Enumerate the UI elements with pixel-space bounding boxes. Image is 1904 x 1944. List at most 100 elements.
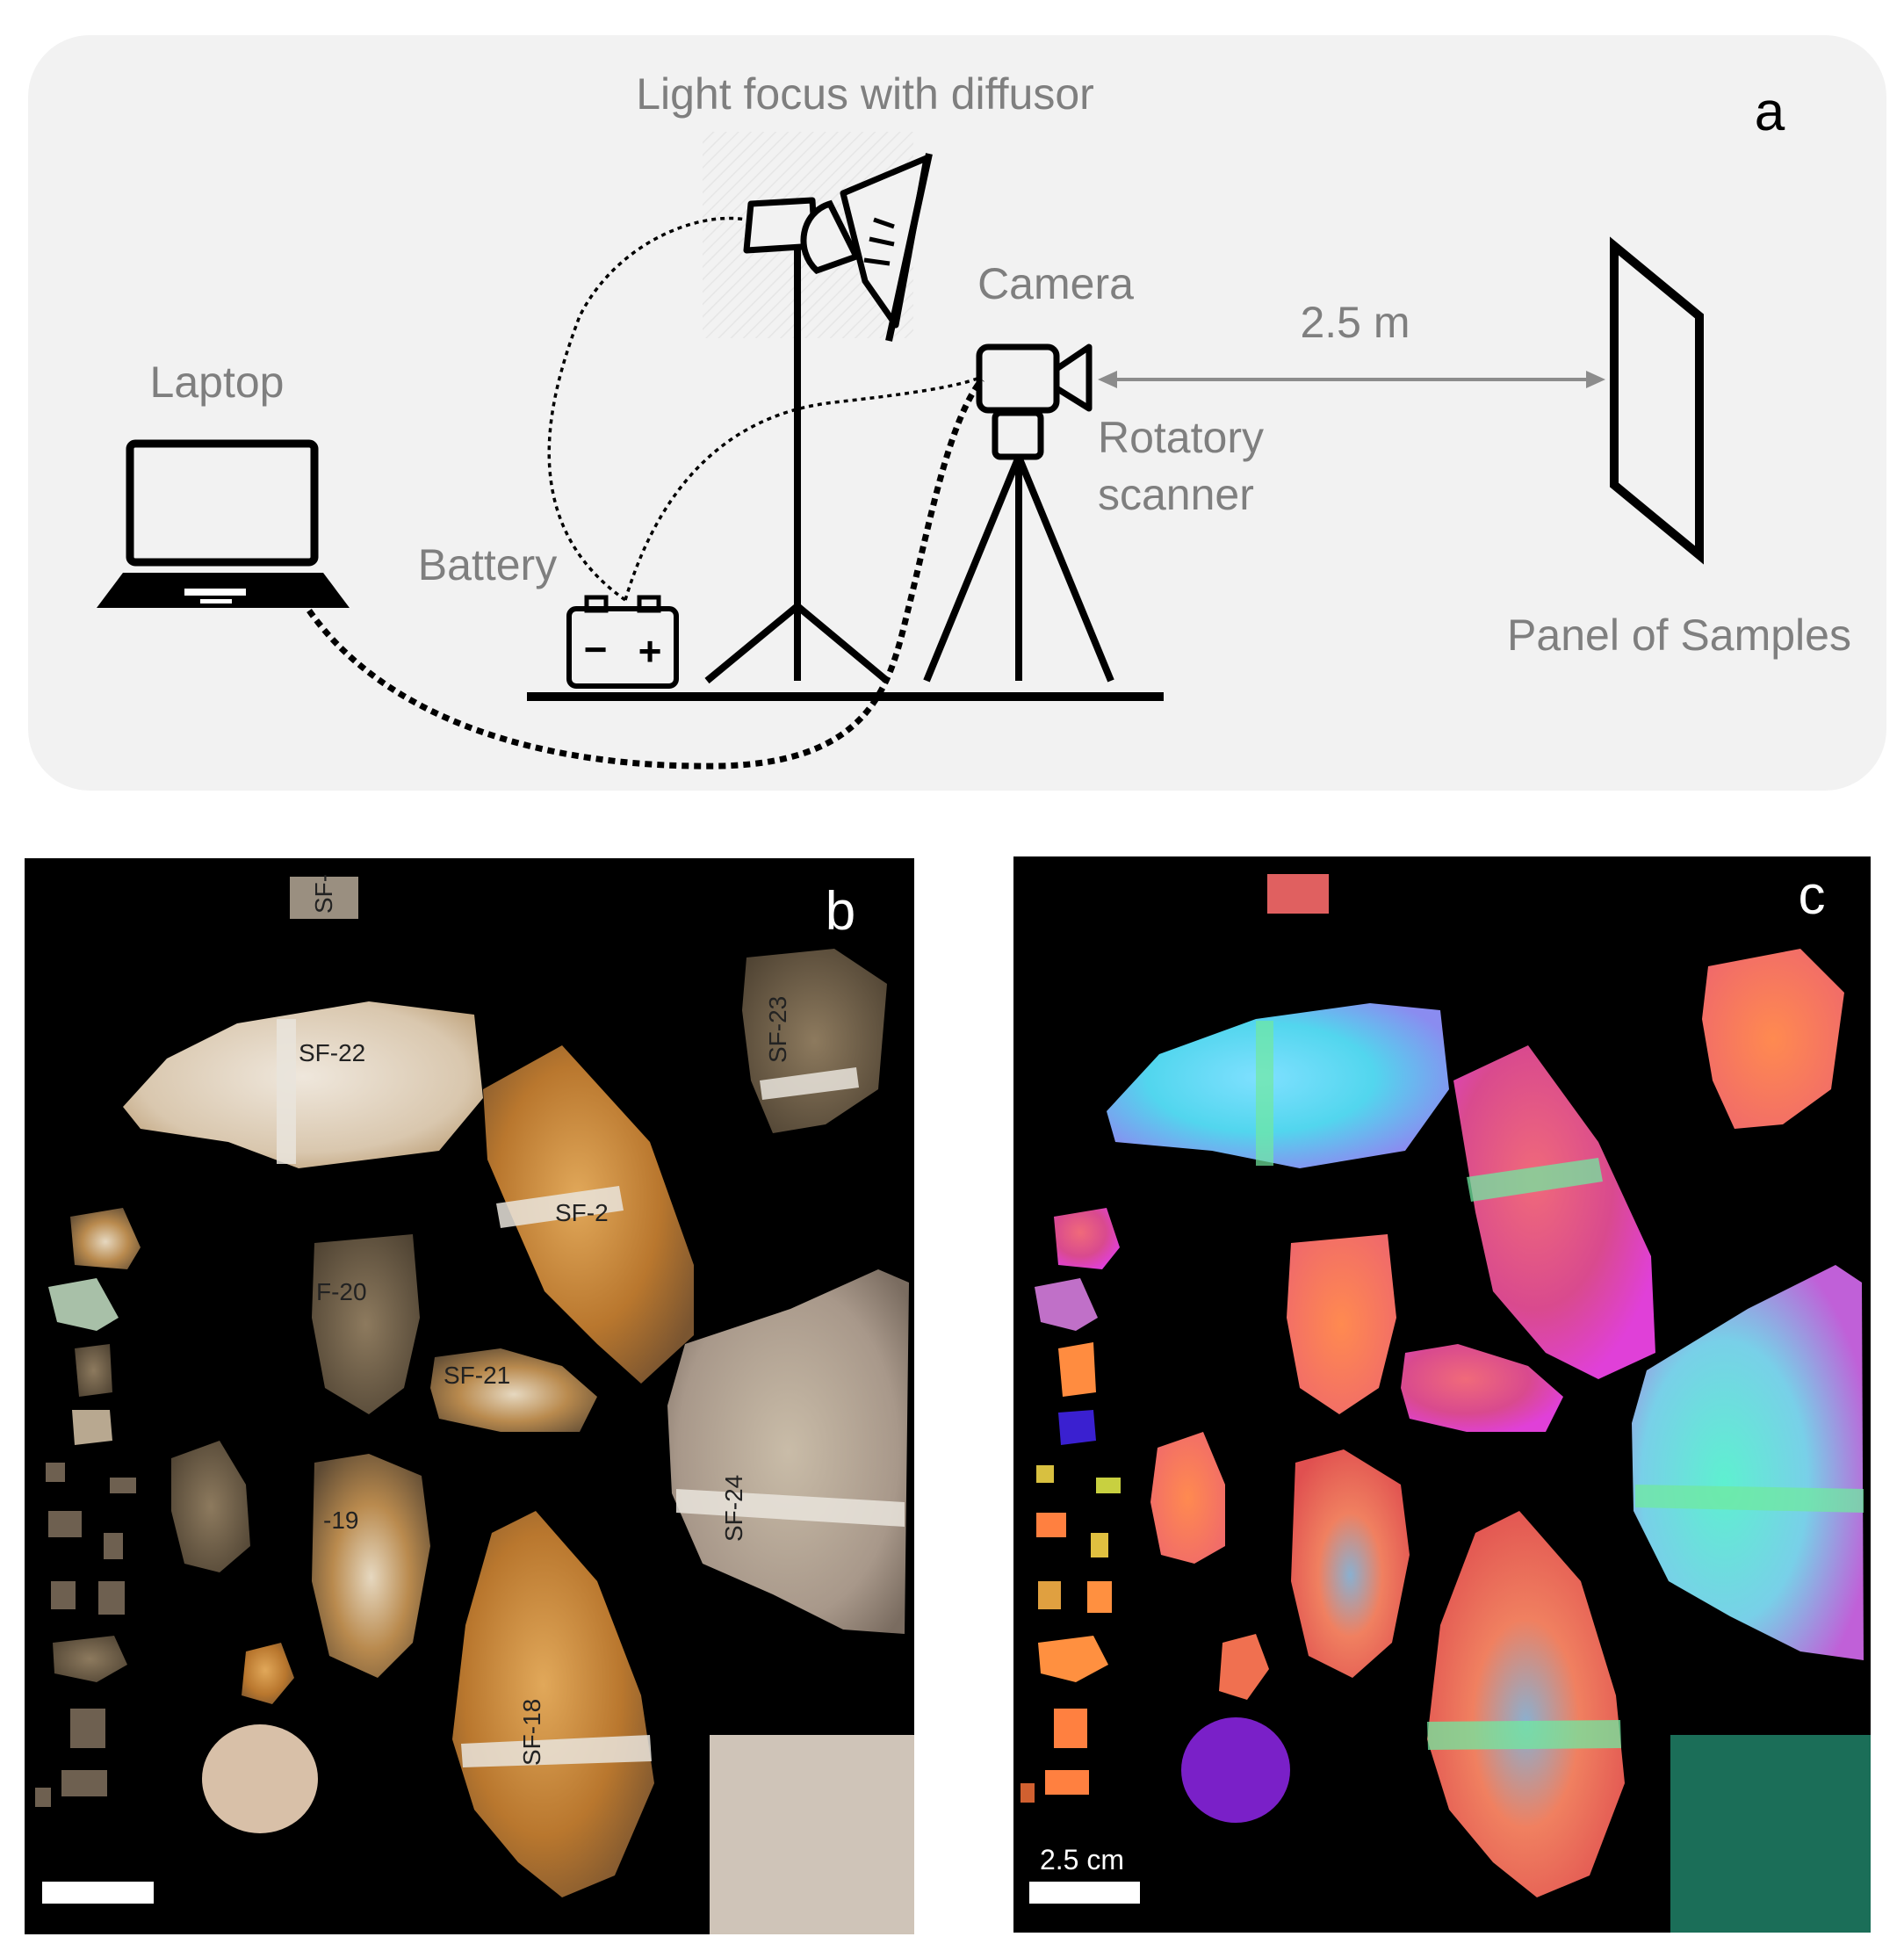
panel-b-letter: b — [826, 881, 855, 942]
fc-fragment-4 — [1058, 1410, 1096, 1445]
laptop-camera-cable — [307, 377, 984, 770]
fragment-12 — [70, 1709, 105, 1748]
tag-sf-top: SF- — [310, 874, 337, 914]
tag-sf-20: F-20 — [316, 1278, 367, 1305]
fragment-4 — [72, 1410, 112, 1445]
fc-tie-sf-24 — [1635, 1485, 1864, 1513]
fc-fragment-2 — [1035, 1278, 1098, 1331]
panel-b: b — [25, 858, 914, 1934]
fc-tie-sf-2 — [1467, 1158, 1603, 1202]
fragment-10 — [98, 1581, 125, 1615]
zip-tie-sf-2 — [496, 1186, 624, 1228]
battery-minus: − — [584, 626, 608, 672]
fc-fragment-11 — [1038, 1636, 1108, 1682]
fragment-14 — [35, 1788, 51, 1807]
sample-sf-18 — [452, 1511, 654, 1897]
panel-a-letter: a — [1755, 82, 1785, 142]
panel-c: c — [1013, 856, 1871, 1933]
fc-fragment-6 — [1096, 1478, 1121, 1493]
fc-sample-sf-24 — [1632, 1265, 1864, 1660]
panel-b-sample-tags: SF- SF-22 SF-23 SF-2 F-20 SF-21 SF-24 -1… — [299, 874, 791, 1766]
panel-a-background — [28, 35, 1886, 791]
tag-sf-18: SF-18 — [518, 1699, 545, 1766]
zip-tie-sf-24 — [676, 1489, 905, 1527]
reference-disc — [202, 1724, 318, 1833]
panel-c-scale-bar — [1029, 1882, 1140, 1904]
tag-sf-19: -19 — [323, 1507, 358, 1534]
white-reference-panel — [710, 1735, 914, 1934]
tag-sf-2: SF-2 — [555, 1199, 609, 1226]
laptop-icon — [97, 439, 350, 608]
fc-fragment-8 — [1091, 1533, 1108, 1557]
fragment-1 — [70, 1208, 141, 1269]
fragment-7 — [48, 1511, 82, 1537]
panel-c-scale-label: 2.5 cm — [1040, 1844, 1124, 1875]
fragment-3 — [75, 1344, 112, 1397]
fragment-13 — [61, 1770, 107, 1796]
fc-sample-sf-19 — [1291, 1449, 1410, 1678]
panel-c-letter: c — [1799, 865, 1826, 926]
fc-fragment-12 — [1054, 1709, 1087, 1748]
label-panel-of-samples: Panel of Samples — [1507, 611, 1851, 660]
fc-fragment-9 — [1038, 1581, 1061, 1609]
sample-top-small — [290, 877, 358, 919]
fc-sample-tiny-1 — [1219, 1634, 1269, 1700]
fc-sample-sf-23 — [1702, 949, 1844, 1129]
label-distance: 2.5 m — [1300, 298, 1410, 347]
battery-camera-cable — [624, 376, 980, 601]
fc-fragment-10 — [1087, 1581, 1112, 1613]
fragment-11 — [53, 1636, 127, 1682]
camera-icon — [976, 343, 1093, 460]
label-rotatory-line1: Rotatory — [1098, 413, 1264, 462]
label-rotatory-line2: scanner — [1098, 470, 1254, 519]
tag-sf-22: SF-22 — [299, 1039, 365, 1066]
sample-tiny-1 — [242, 1643, 294, 1704]
fc-reference-panel — [1670, 1735, 1871, 1933]
fragment-8 — [104, 1533, 123, 1559]
zip-tie-sf-18 — [461, 1735, 652, 1767]
sample-sf-21 — [430, 1348, 597, 1432]
tag-sf-24: SF-24 — [720, 1475, 747, 1542]
tag-sf-23: SF-23 — [764, 996, 791, 1063]
panel-a: a Light focus with diffusor Camera 2.5 m… — [28, 35, 1886, 791]
zip-tie-sf-23 — [760, 1067, 859, 1100]
sample-sf-19 — [312, 1454, 430, 1678]
battery-plus: + — [638, 628, 662, 674]
fc-sample-sf-21 — [1401, 1344, 1563, 1432]
sample-sf-20 — [312, 1234, 420, 1414]
tag-sf-21: SF-21 — [444, 1362, 510, 1389]
fc-fragment-5 — [1036, 1465, 1054, 1483]
fc-tie-sf-22 — [1256, 1021, 1273, 1166]
fc-fragment-1 — [1054, 1208, 1120, 1269]
battery-light-cable — [547, 216, 747, 602]
fc-fragment-7 — [1036, 1513, 1066, 1537]
label-light-focus: Light focus with diffusor — [636, 69, 1094, 119]
fc-sample-small-left — [1150, 1432, 1225, 1564]
fc-sample-sf-20 — [1287, 1234, 1396, 1414]
camera-tripod — [923, 455, 1114, 683]
fc-fragment-3 — [1058, 1342, 1096, 1397]
sample-small-left — [171, 1441, 250, 1572]
zip-tie-sf-22 — [277, 1019, 296, 1164]
fc-sample-sf-22 — [1107, 1003, 1449, 1168]
fc-sample-sf-18 — [1427, 1511, 1625, 1897]
panel-c-samples — [1021, 874, 1871, 1933]
battery-icon: − + — [566, 595, 679, 689]
sample-sf-24 — [667, 1269, 909, 1634]
fragment-5 — [46, 1463, 65, 1482]
fc-tie-sf-18 — [1427, 1720, 1621, 1750]
fc-sample-top-small — [1267, 874, 1329, 914]
fc-fragment-14 — [1021, 1783, 1035, 1803]
fragment-2 — [48, 1278, 119, 1331]
panel-b-scale-bar — [42, 1882, 154, 1904]
distance-arrow — [1098, 371, 1605, 388]
fc-fragment-13 — [1045, 1770, 1089, 1795]
label-laptop: Laptop — [150, 358, 285, 407]
fc-sample-sf-2 — [1453, 1045, 1655, 1379]
rotatory-scanner-head — [992, 409, 1044, 460]
fragment-9 — [51, 1581, 76, 1609]
label-camera: Camera — [977, 259, 1134, 308]
sample-sf-22 — [123, 1001, 483, 1168]
sample-panel-icon — [1610, 236, 1704, 565]
